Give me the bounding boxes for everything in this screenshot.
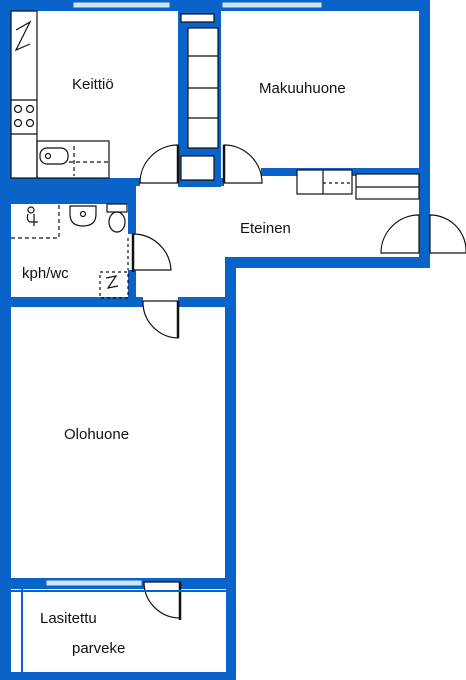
wall-bathroom-top xyxy=(0,186,136,204)
shower-icon xyxy=(26,213,38,226)
wardrobe-top-icon xyxy=(180,13,215,23)
windows xyxy=(45,1,323,587)
wall-kitchen-bottom xyxy=(0,178,140,186)
wall-bedroom-bottom-left xyxy=(261,168,297,176)
hall-wardrobe-icon xyxy=(296,169,353,195)
kitchen-counter-vertical xyxy=(10,10,38,179)
wall-bathroom-bottom xyxy=(0,297,143,307)
balcony-frame xyxy=(11,589,226,672)
room-label-balcony-line1: Lasitettu xyxy=(40,610,97,627)
door-entrance-right xyxy=(429,214,466,254)
wall-bathroom-right-upper xyxy=(128,186,136,234)
fixtures xyxy=(10,10,420,299)
wall-kitchen-bottom-right xyxy=(212,178,224,186)
room-label-bedroom: Makuuhuone xyxy=(259,80,346,97)
stove-burner-icon xyxy=(13,104,23,114)
wall-right-upper xyxy=(419,0,430,268)
wall-bedroom-bottom-right xyxy=(292,168,430,176)
wall-left xyxy=(0,0,11,680)
window-kitchen xyxy=(72,1,171,9)
kitchen-counter-bottom xyxy=(36,140,110,179)
room-label-bathroom: kph/wc xyxy=(22,265,69,282)
bathroom-sink-icon xyxy=(69,205,97,227)
wall-bathroom-right-lower xyxy=(128,270,136,304)
door-bathroom xyxy=(132,233,172,271)
stove-burner-icon xyxy=(25,118,35,128)
window-bedroom xyxy=(221,1,323,9)
bathroom-cabinet-icon xyxy=(99,271,129,299)
dryer-icon xyxy=(105,275,119,289)
stove-burner-icon xyxy=(25,104,35,114)
shower-head-icon xyxy=(27,206,35,214)
toilet-bowl-icon xyxy=(108,211,126,233)
wall-living-right xyxy=(225,257,236,589)
kitchen-sink-icon xyxy=(39,147,69,165)
room-label-kitchen: Keittiö xyxy=(72,76,114,93)
wall-hall-bottom xyxy=(228,257,430,268)
room-label-living: Olohuone xyxy=(64,426,129,443)
door-kitchen xyxy=(139,144,179,184)
toilet-tank-icon xyxy=(106,203,128,213)
door-bedroom xyxy=(223,144,263,184)
wall-balcony-right xyxy=(226,578,236,680)
wall-bottom xyxy=(0,672,236,680)
wardrobe-bottom-icon xyxy=(180,155,215,181)
stove-burner-icon xyxy=(13,118,23,128)
wall-bathroom-bottom-right xyxy=(178,297,236,307)
door-entrance-left xyxy=(380,214,420,254)
doors xyxy=(131,144,466,620)
room-label-hall: Eteinen xyxy=(240,220,291,237)
kitchen-sink-drain-icon xyxy=(44,152,52,160)
fridge-icon xyxy=(14,20,32,52)
wall-top xyxy=(0,0,430,11)
door-balcony xyxy=(143,581,181,619)
bathroom-sink-drain-icon xyxy=(79,210,87,218)
window-balcony xyxy=(45,579,143,587)
door-living xyxy=(142,300,179,339)
room-label-balcony-line2: parveke xyxy=(72,640,125,657)
